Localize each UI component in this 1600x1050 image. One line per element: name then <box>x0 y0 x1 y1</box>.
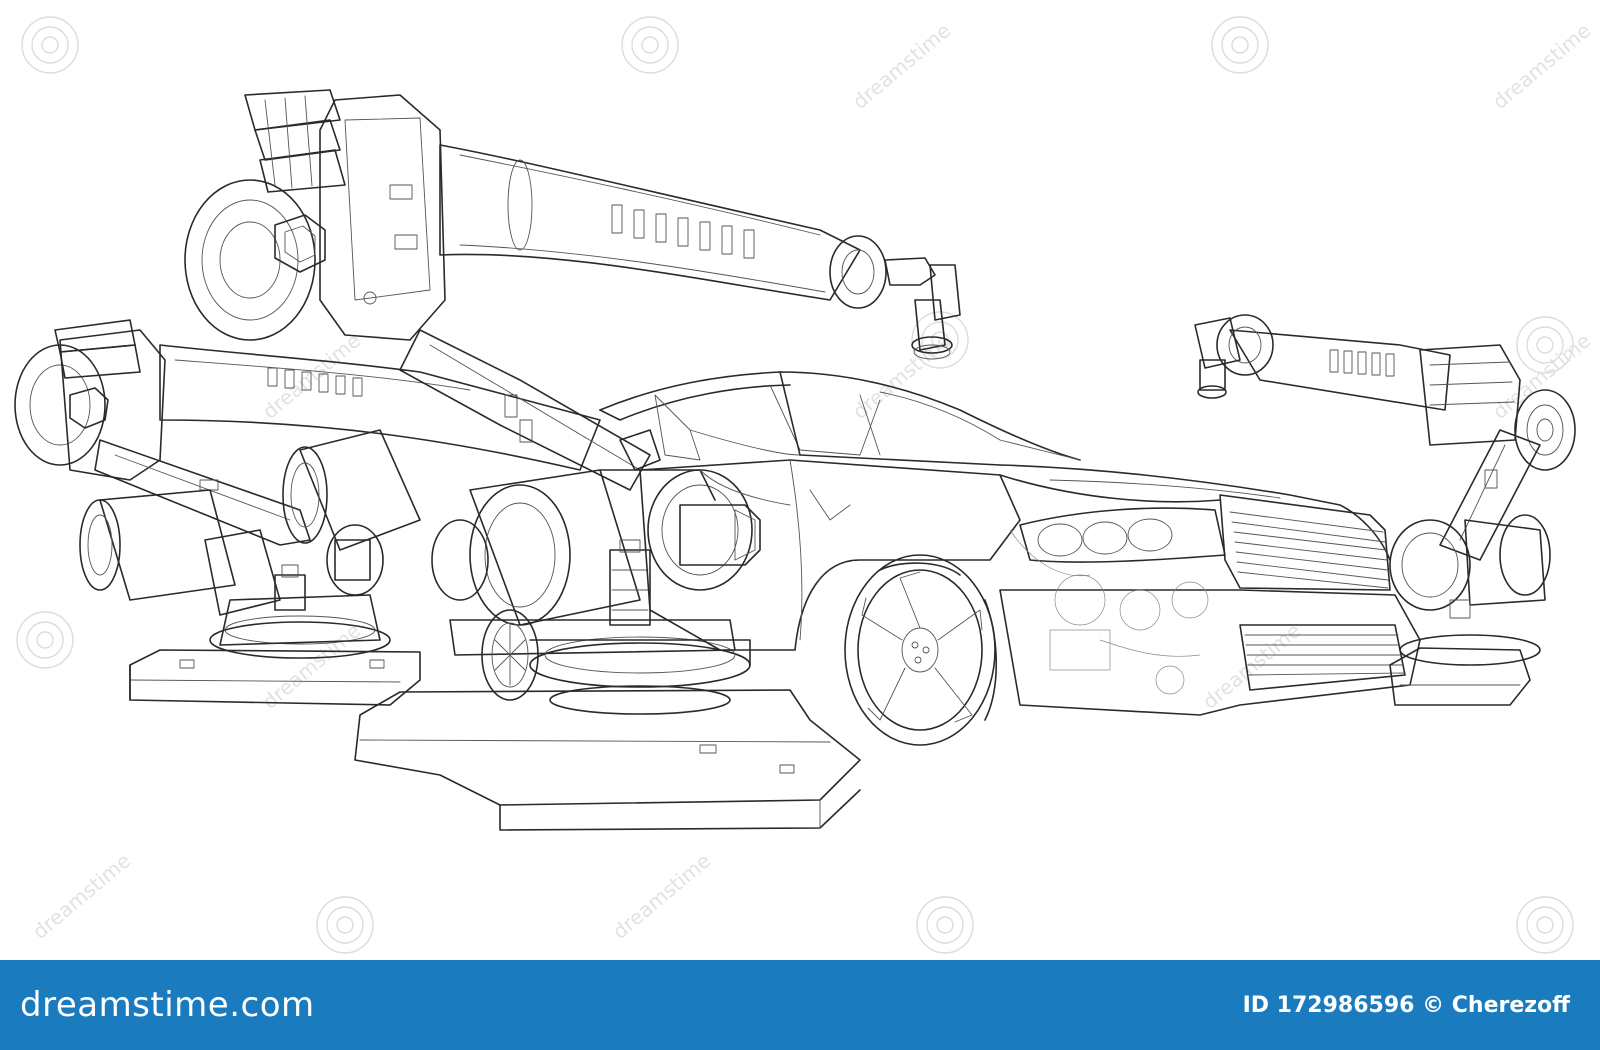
watermark-text: dreamstime <box>258 618 365 714</box>
site-logo[interactable]: dreamstime.com <box>20 985 315 1025</box>
watermark-spirals: dreamstime dreamstime dreamstime dreamst… <box>16 16 1595 954</box>
car-wireframe <box>481 371 1421 746</box>
robot-arm-center <box>354 329 861 831</box>
robot-cylinders-left <box>79 429 421 616</box>
watermark-text: dreamstime <box>608 848 715 944</box>
watermark-text: dreamstime <box>848 18 955 114</box>
image-credit: ID 172986596 © Cherezoff <box>1242 992 1570 1018</box>
robot-arm-upper-left <box>184 89 961 360</box>
wireframe-illustration: dreamstime dreamstime dreamstime dreamst… <box>14 16 1595 954</box>
robot-arm-lower-left <box>14 319 601 546</box>
robot-arm-right <box>1194 314 1576 706</box>
watermark-text: dreamstime <box>1488 328 1595 424</box>
watermark-text: dreamstime <box>258 328 365 424</box>
footer-bar: dreamstime.com ID 172986596 © Cherezoff <box>0 960 1600 1050</box>
illustration-area: dreamstime dreamstime dreamstime dreamst… <box>14 16 1596 954</box>
watermark-text: dreamstime <box>1488 18 1595 114</box>
watermark-text: dreamstime <box>28 848 135 944</box>
robot-base-left <box>129 564 421 706</box>
